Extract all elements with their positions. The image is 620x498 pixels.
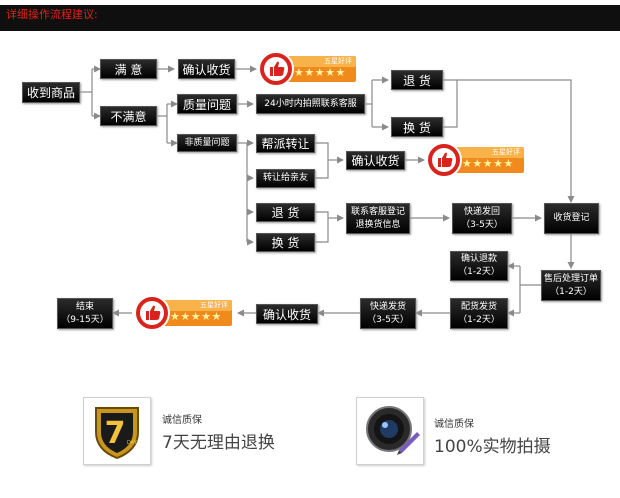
- node-aftersale-line1: 售后处理订单: [543, 273, 598, 284]
- node-return-1: 退 货: [391, 70, 443, 90]
- node-express-ship-line1: 快递发货: [369, 301, 406, 312]
- node-receive-goods: 收到商品: [22, 82, 80, 103]
- node-quality-issue: 质量问题: [177, 94, 237, 114]
- thumbs-up-icon: [438, 152, 453, 167]
- node-express-ship: 快递发货 （3-5天）: [360, 298, 416, 329]
- node-pick-and-ship-line2: （1-2天）: [458, 314, 500, 325]
- seven-day-number: 7: [105, 416, 126, 451]
- five-star-badge: 五星好评 ★★★★★: [426, 142, 526, 178]
- node-aftersale-line2: （1-2天）: [550, 286, 592, 297]
- node-express-return-line1: 快递发回: [463, 206, 500, 217]
- node-satisfied: 满 意: [100, 59, 157, 79]
- node-end-line2: （9-15天）: [61, 314, 109, 325]
- node-express-return: 快递发回 （3-5天）: [452, 203, 512, 234]
- star-rating-icon: ★★★★★: [170, 310, 222, 323]
- thumbs-up-icon: [270, 61, 285, 76]
- guarantee-1-big: 7天无理由退换: [162, 433, 275, 453]
- five-star-badge-art: [258, 51, 356, 87]
- node-confirm-receipt-2: 确认收货: [346, 151, 405, 170]
- node-confirm-refund-line1: 确认退款: [460, 254, 497, 264]
- node-pick-and-ship: 配货发货 （1-2天）: [450, 298, 508, 329]
- node-contact-service-24h: 24小时内拍照联系客服: [256, 94, 365, 114]
- five-star-badge-label: 五星好评: [492, 148, 520, 156]
- node-exchange-1: 换 货: [391, 117, 443, 137]
- node-non-quality-issue: 非质量问题: [177, 134, 237, 152]
- page-title: 详细操作流程建议:: [6, 8, 98, 21]
- node-contact-register-line2: 退换货信息: [355, 219, 401, 230]
- node-exchange-2: 换 货: [256, 233, 315, 252]
- guarantee-2-small: 诚信质保: [434, 419, 474, 430]
- star-rating-icon: ★★★★★: [294, 66, 346, 79]
- node-contact-register-line1: 联系客服登记: [350, 206, 405, 217]
- 7-day-shield-icon: 7 DAY: [95, 407, 139, 460]
- node-help-transfer: 帮派转让: [256, 134, 315, 153]
- five-star-badge-label: 五星好评: [200, 301, 228, 309]
- seven-day-sub: DAY: [127, 440, 138, 446]
- camera-lens-icon: [366, 406, 420, 455]
- node-aftersale-processing: 售后处理订单 （1-2天）: [541, 270, 601, 301]
- node-express-ship-line2: （3-5天）: [367, 314, 409, 325]
- node-confirm-refund: 确认退款 （1-2天）: [450, 251, 508, 281]
- header-bar: [0, 5, 620, 31]
- node-return-2: 退 货: [256, 203, 315, 222]
- node-contact-register: 联系客服登记 退换货信息: [346, 203, 410, 234]
- star-rating-icon: ★★★★★: [462, 157, 514, 170]
- node-unsatisfied: 不满意: [100, 106, 157, 126]
- guarantee-2-big: 100%实物拍摄: [434, 437, 551, 457]
- node-receive-register: 收货登记: [544, 203, 599, 234]
- guarantee-7day-frame: 7 DAY: [83, 397, 151, 465]
- five-star-badge: 五星好评 ★★★★★: [258, 51, 358, 87]
- node-pick-and-ship-line1: 配货发货: [460, 301, 497, 312]
- node-end: 结束 （9-15天）: [57, 298, 113, 329]
- five-star-badge: 五星好评 ★★★★★: [134, 295, 234, 331]
- five-star-badge-label: 五星好评: [324, 57, 352, 65]
- guarantee-photo-frame: [356, 397, 424, 465]
- five-star-badge-art: [134, 295, 232, 331]
- node-confirm-refund-line2: （1-2天）: [458, 267, 500, 277]
- node-express-return-line2: （3-5天）: [461, 219, 503, 230]
- node-confirm-receipt-1: 确认收货: [178, 59, 235, 79]
- node-end-line1: 结束: [75, 301, 94, 312]
- node-transfer-to-friend: 转让给亲友: [256, 169, 315, 188]
- node-confirm-receipt-3: 确认收货: [256, 304, 318, 324]
- five-star-badge-art: [426, 142, 524, 178]
- guarantee-1-small: 诚信质保: [162, 415, 202, 426]
- thumbs-up-icon: [146, 305, 161, 320]
